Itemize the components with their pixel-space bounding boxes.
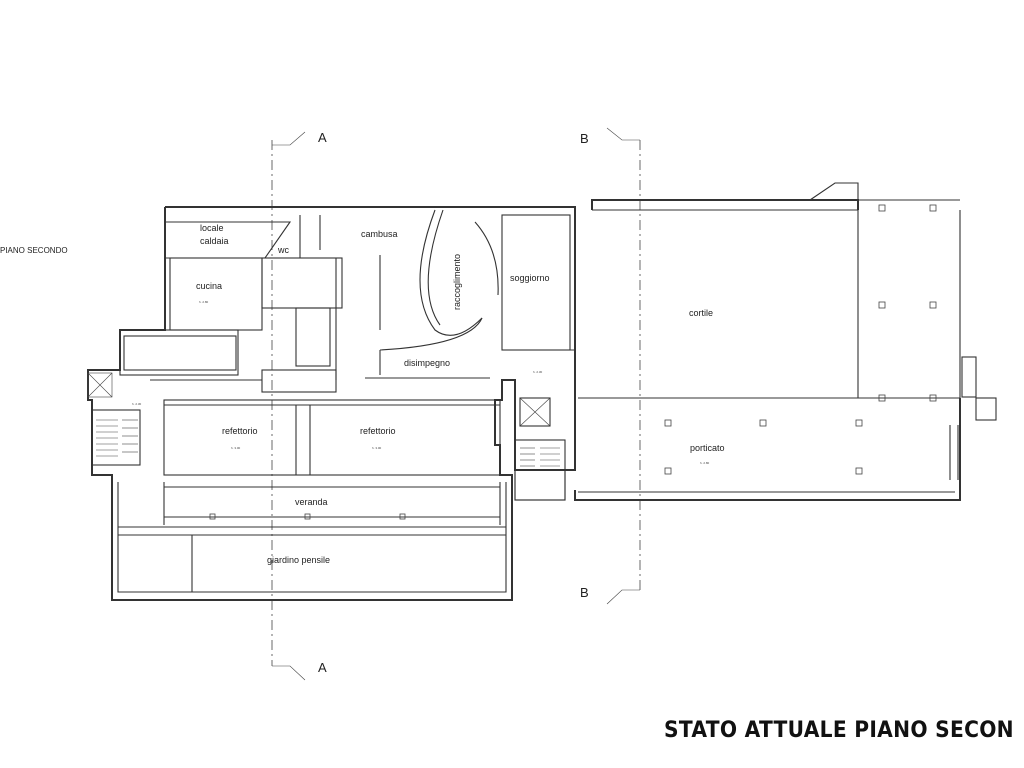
height-porticato: h. 2.80 <box>700 461 710 465</box>
room-label-wc: wc <box>277 245 289 255</box>
section-mark-a-top: A <box>318 130 327 145</box>
room-label-disimpegno: disimpegno <box>404 358 450 368</box>
height-soggiorno-side: h. 2.30 <box>533 370 543 374</box>
drawing-title: STATO ATTUALE PIANO SECON <box>664 718 1014 743</box>
room-label-locale: locale <box>200 223 224 233</box>
section-line-b <box>606 127 641 605</box>
height-stair: h. 2.30 <box>132 402 142 406</box>
section-mark-b-top: B <box>580 131 589 146</box>
section-mark-a-bottom: A <box>318 660 327 675</box>
section-mark-b-bottom: B <box>580 585 589 600</box>
room-label-soggiorno: soggiorno <box>510 273 550 283</box>
columns <box>209 204 937 520</box>
room-label-veranda: veranda <box>295 497 328 507</box>
room-label-refettorio-1: refettorio <box>222 426 258 436</box>
room-label-porticato: porticato <box>690 443 725 453</box>
floor-label: PIANO SECONDO <box>0 246 68 255</box>
stair-treads-left <box>96 419 138 457</box>
height-cucina: h. 2.80 <box>199 300 209 304</box>
main-building-walls <box>87 206 576 601</box>
room-label-refettorio-2: refettorio <box>360 426 396 436</box>
room-label-raccoglimento: raccoglimento <box>452 254 462 310</box>
room-label-giardino: giardino pensile <box>267 555 330 565</box>
room-label-cucina: cucina <box>196 281 222 291</box>
room-label-cambusa: cambusa <box>361 229 398 239</box>
room-label-caldaia: caldaia <box>200 236 229 246</box>
height-refettorio-2: h. 3.00 <box>372 446 382 450</box>
section-line-a <box>271 131 306 681</box>
room-label-cortile: cortile <box>689 308 713 318</box>
stair-treads-right <box>520 447 560 467</box>
height-refettorio-1: h. 3.00 <box>231 446 241 450</box>
courtyard-walls <box>574 182 997 501</box>
